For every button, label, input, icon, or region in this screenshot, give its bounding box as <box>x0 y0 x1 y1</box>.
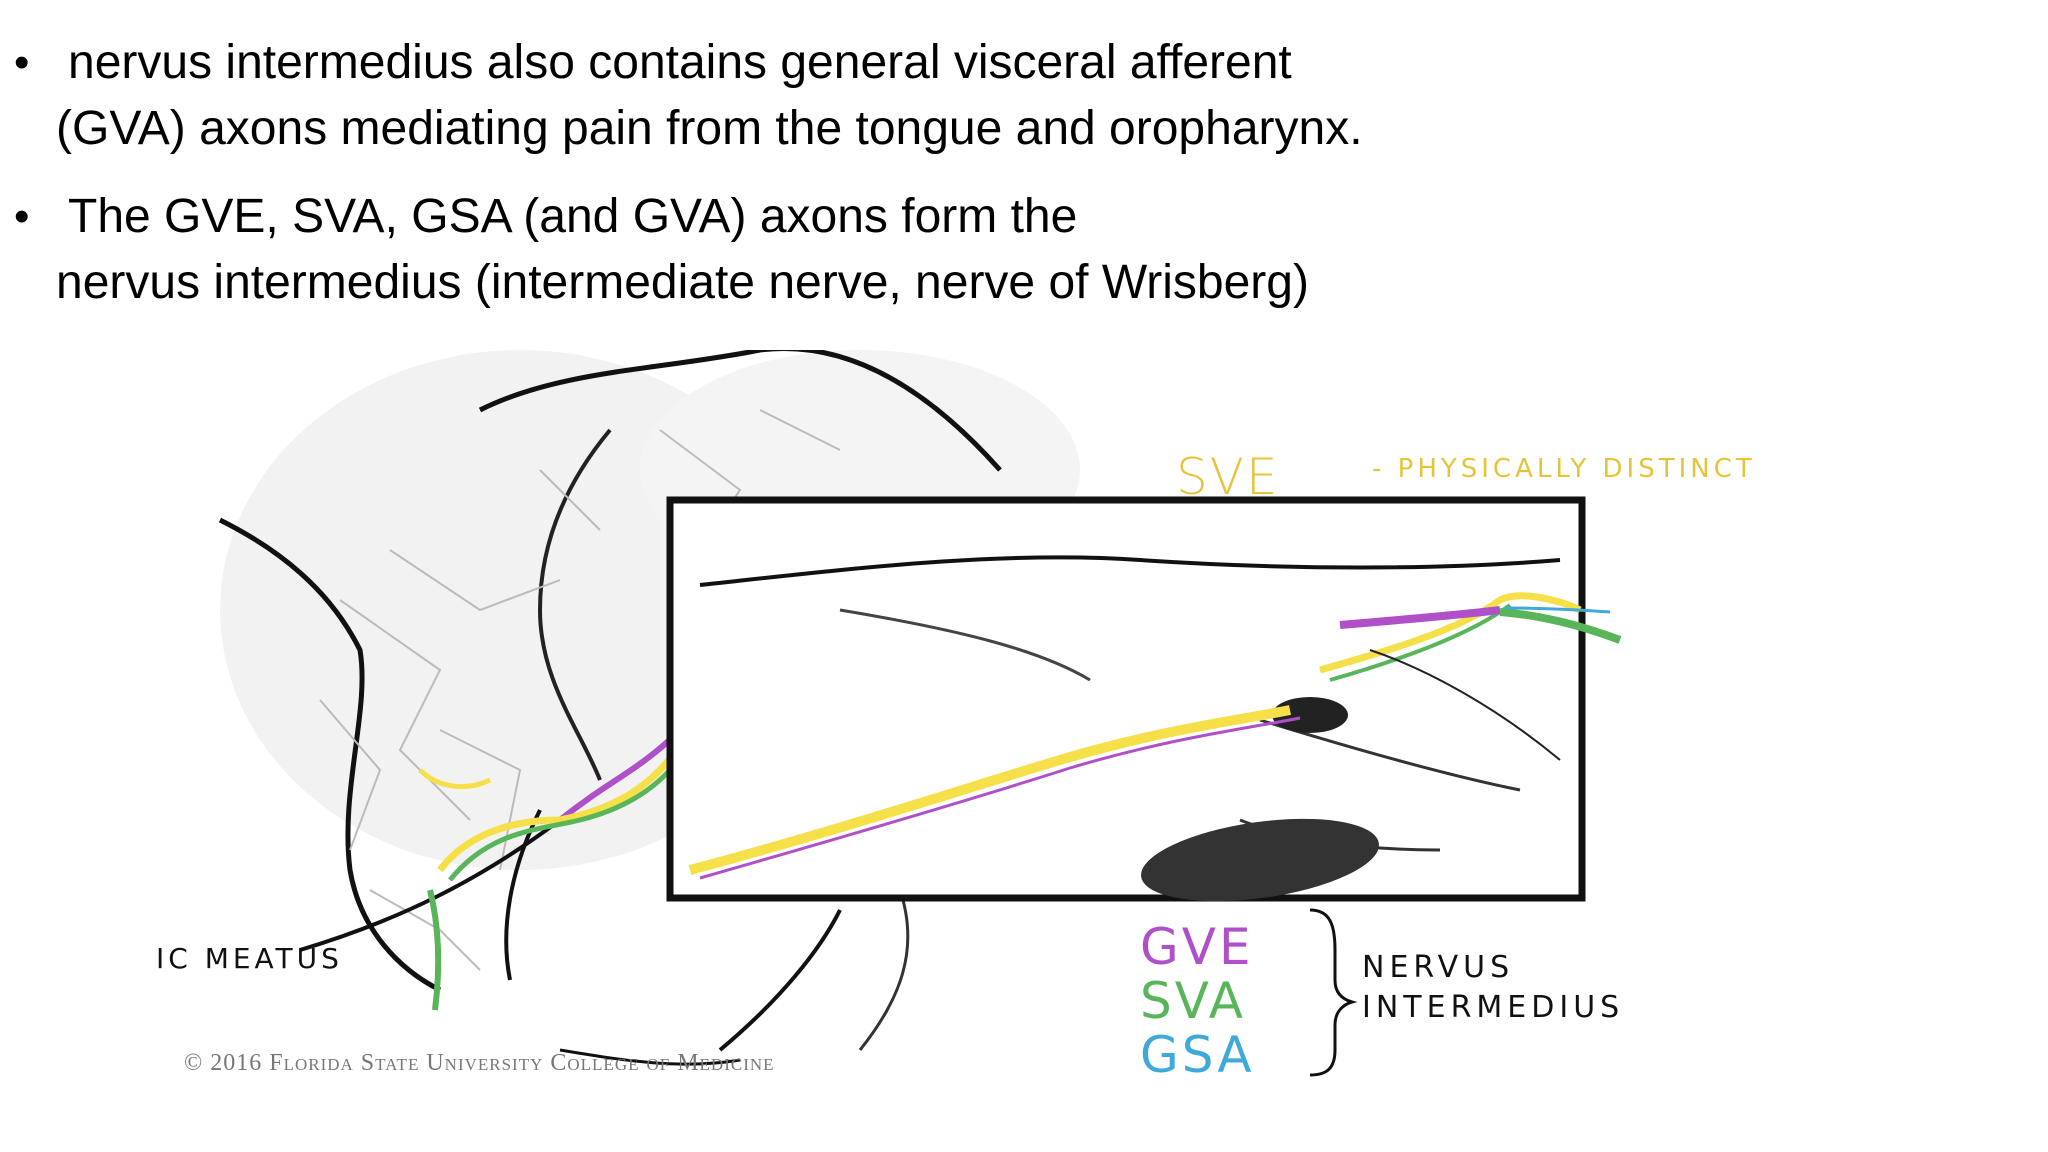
anatomy-sketch <box>218 350 1622 1077</box>
inset-sva-branch <box>1499 608 1622 644</box>
sve-fiber <box>437 743 683 873</box>
skull-top-outline <box>478 350 1002 472</box>
inset-bone-edge <box>699 555 1561 587</box>
sve-label: SVE <box>1176 448 1280 506</box>
bullet-dot: • <box>14 38 30 87</box>
inset-bone-contour <box>1259 718 1521 792</box>
inset-sve-branch <box>1319 592 1582 674</box>
inset-sva-branch <box>1329 603 1512 682</box>
gve-label: GVE <box>1140 918 1254 976</box>
inset-gve-fiber <box>699 716 1301 880</box>
sve-loop <box>418 768 492 790</box>
sva-fiber <box>448 748 688 882</box>
inset-bone-contour <box>1369 649 1561 761</box>
bullet-text-line: (GVA) axons mediating pain from the tong… <box>56 102 1363 155</box>
gsa-label: GSA <box>1140 1026 1255 1084</box>
nervus-bracket <box>1309 908 1358 1077</box>
bullet-item: • The GVE, SVA, GSA (and GVA) axons form… <box>14 184 1714 316</box>
bone-lower-contour <box>858 889 910 1051</box>
ic-meatus-pointer <box>299 818 562 952</box>
nervus-label: NERVUS <box>1362 950 1515 985</box>
inset-sve-fiber <box>688 705 1291 875</box>
intermedius-label: INTERMEDIUS <box>1362 990 1625 1025</box>
bullet-dot: • <box>14 192 30 241</box>
inset-gsa-branch <box>1504 606 1611 614</box>
skull-outline <box>218 517 442 993</box>
sva-fiber-descending <box>427 889 442 1011</box>
copyright-text: © 2016 Florida State University College … <box>184 1050 775 1076</box>
bone-contour <box>537 428 612 781</box>
anatomy-illustration: IC MEATUS SVE - PHYSICALLY DISTINCT GVE … <box>140 350 1820 1110</box>
bone-lower-outline <box>718 909 842 1052</box>
sva-label: SVA <box>1140 972 1246 1030</box>
bullet-text-line: nervus intermedius (intermediate nerve, … <box>56 256 1309 309</box>
bullet-text-line: The GVE, SVA, GSA (and GVA) axons form t… <box>68 190 1078 243</box>
inset-bone-contour <box>839 608 1091 682</box>
skull-base-outline <box>559 1048 741 1066</box>
bullet-item: • nervus intermedius also contains gener… <box>14 30 1714 162</box>
internal-meatus-opening <box>1272 697 1348 733</box>
ic-meatus-label: IC MEATUS <box>156 942 343 975</box>
bullet-list: • nervus intermedius also contains gener… <box>14 30 1714 338</box>
inset-gve-branch <box>1339 606 1501 629</box>
inset-canal-shadow <box>1141 818 1379 902</box>
sve-note-label: - PHYSICALLY DISTINCT <box>1372 454 1756 484</box>
bullet-text-line: nervus intermedius also contains general… <box>68 36 1292 89</box>
